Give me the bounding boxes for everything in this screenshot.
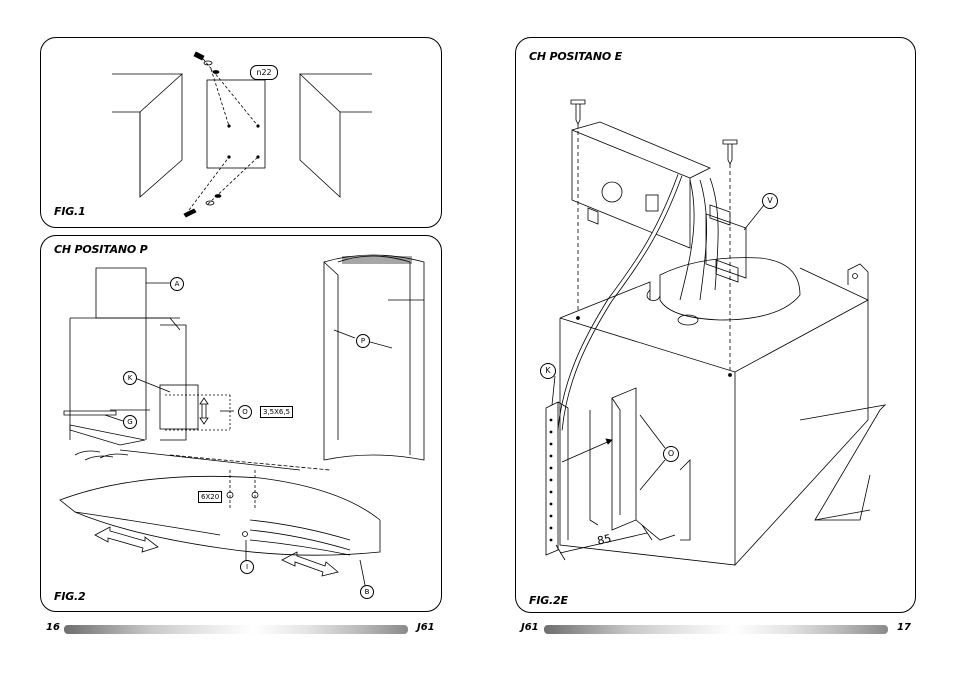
fig1-label: FIG.1 [54,205,86,218]
callout-n22: n22 [250,65,278,80]
callout-k-e-text: K [545,366,551,375]
fig2-title: CH POSITANO P [54,243,148,256]
callout-g: G [123,415,137,429]
right-footer-bar [544,625,888,634]
right-page-number: 17 [897,622,911,633]
callout-k-text: K [127,374,133,382]
dim-bolt-size: 6X20 [198,491,223,503]
callout-i: I [240,560,254,574]
callout-v: V [762,193,778,209]
callout-o-e-text: O [667,449,675,458]
fig2-label: FIG.2 [54,590,86,603]
callout-p-text: P [360,337,366,345]
callout-o-text: O [242,408,248,416]
callout-a-text: A [174,280,180,288]
dim-screw-size: 3,5X6,5 [260,406,294,418]
callout-n22-text: n22 [256,68,272,77]
callout-k-e: K [540,363,556,379]
left-page-number: 16 [46,622,60,633]
fig2-panel [40,235,442,612]
callout-b: B [360,585,374,599]
left-footer-bar [64,625,408,634]
left-footer-code: J61 [417,622,435,633]
callout-b-text: B [364,588,370,596]
callout-p: P [356,334,370,348]
fig2e-label: FIG.2E [529,594,568,607]
callout-i-text: I [245,563,249,571]
callout-v-text: V [767,196,773,205]
fig1-panel [40,37,442,228]
callout-a: A [170,277,184,291]
fig2e-title: CH POSITANO E [529,50,623,63]
callout-o-e: O [663,446,679,462]
callout-k: K [123,371,137,385]
right-footer-code: J61 [521,622,539,633]
callout-g-text: G [127,418,133,426]
callout-o: O [238,405,252,419]
